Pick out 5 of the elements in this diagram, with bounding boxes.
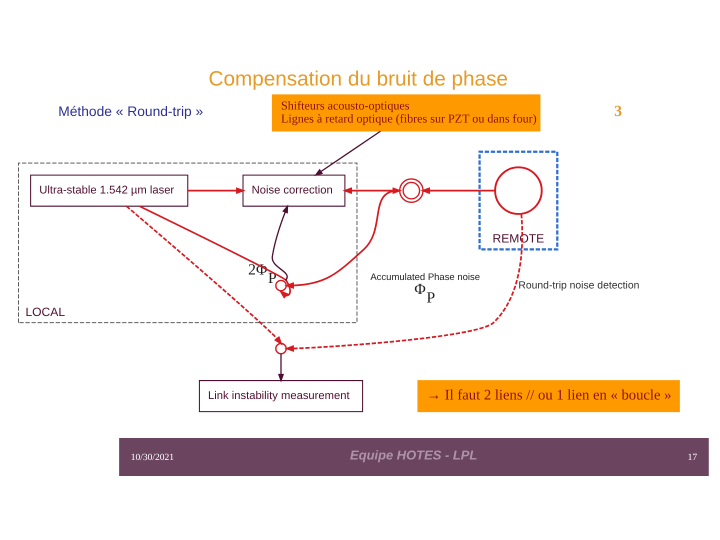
label: Méthode « Round-trip » bbox=[58, 102, 204, 119]
node-label: Accumulated Phase noise bbox=[370, 271, 480, 282]
edge-label: Round-trip noise detection bbox=[518, 280, 640, 291]
diagram-title: Compensation du bruit de phase bbox=[208, 66, 508, 90]
label: 3 bbox=[614, 102, 622, 120]
